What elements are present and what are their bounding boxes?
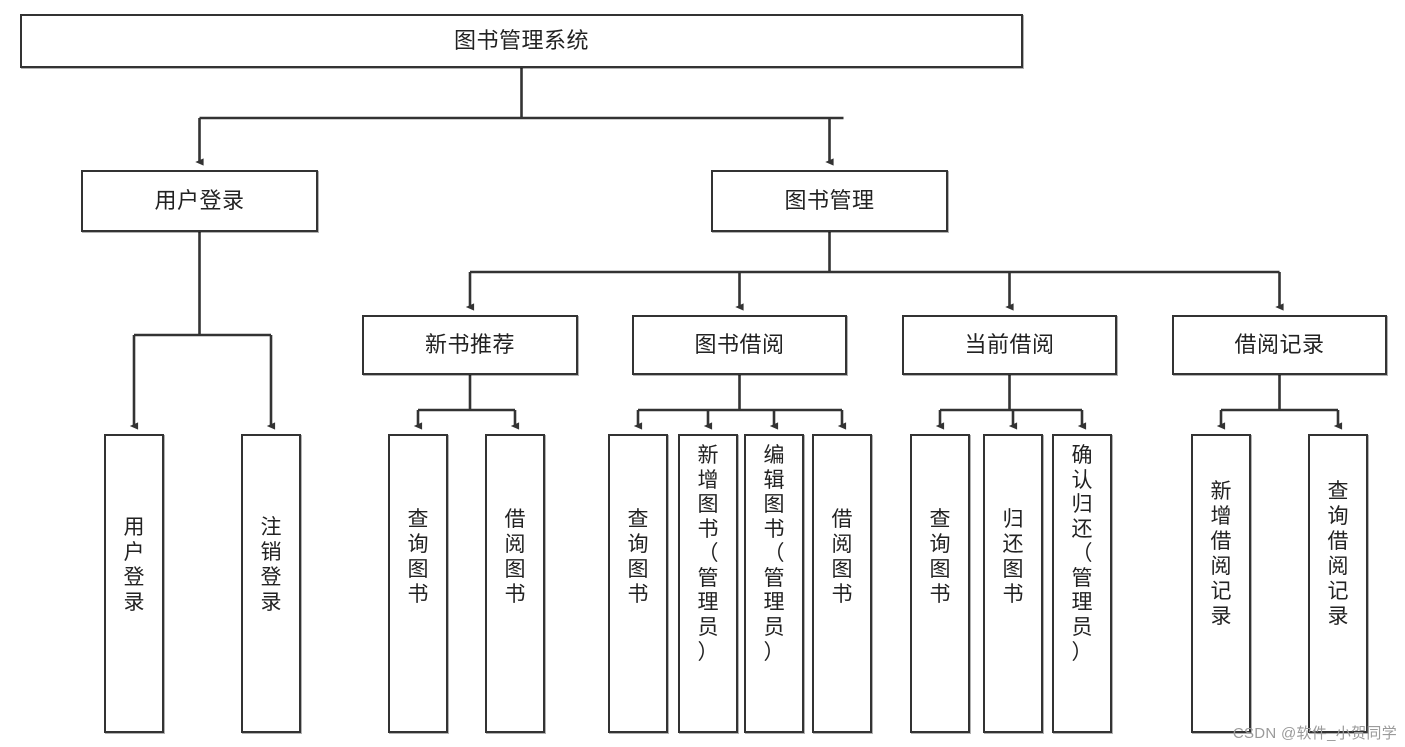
node-label: 借阅记录 bbox=[1234, 331, 1325, 357]
node-label: 查 询 借 阅 记 录 bbox=[1327, 480, 1349, 628]
node-current-borrow[interactable]: 当前借阅 bbox=[902, 315, 1117, 375]
watermark-credit: CSDN @软件_小贺同学 bbox=[1232, 725, 1397, 742]
node-borrow-record[interactable]: 借阅记录 bbox=[1172, 315, 1387, 375]
node-label: 新 增 借 阅 记 录 bbox=[1210, 480, 1232, 628]
node-label: 借 阅 图 书 bbox=[831, 508, 853, 606]
node-label: 注 销 登 录 bbox=[260, 516, 282, 614]
node-label: 查 询 图 书 bbox=[407, 508, 429, 606]
node-label: 图书管理系统 bbox=[453, 27, 589, 53]
node-leaf-query-book-recommend[interactable]: 查 询 图 书 bbox=[388, 434, 448, 733]
node-leaf-edit-book[interactable]: 编 辑 图 书 （ 管 理 员 ） bbox=[744, 434, 804, 733]
node-leaf-borrow-book-borrow[interactable]: 借 阅 图 书 bbox=[812, 434, 872, 733]
node-label: 用户登录 bbox=[154, 187, 245, 213]
node-label: 新 增 图 书 （ 管 理 员 ） bbox=[697, 444, 719, 664]
node-label: 新书推荐 bbox=[424, 331, 515, 357]
node-label: 确 认 归 还 （ 管 理 员 ） bbox=[1071, 444, 1093, 664]
node-book-borrow[interactable]: 图书借阅 bbox=[632, 315, 847, 375]
node-label: 图书管理 bbox=[784, 187, 875, 213]
node-label: 用 户 登 录 bbox=[123, 516, 145, 614]
node-leaf-query-book-borrow[interactable]: 查 询 图 书 bbox=[608, 434, 668, 733]
node-label: 图书借阅 bbox=[694, 331, 785, 357]
node-label: 当前借阅 bbox=[964, 331, 1055, 357]
node-label: 借 阅 图 书 bbox=[504, 508, 526, 606]
node-label: 查 询 图 书 bbox=[627, 508, 649, 606]
node-leaf-user-login[interactable]: 用 户 登 录 bbox=[104, 434, 164, 733]
node-leaf-logout[interactable]: 注 销 登 录 bbox=[241, 434, 301, 733]
node-new-book-recommend[interactable]: 新书推荐 bbox=[362, 315, 578, 375]
node-leaf-query-book-current[interactable]: 查 询 图 书 bbox=[910, 434, 970, 733]
node-leaf-add-book[interactable]: 新 增 图 书 （ 管 理 员 ） bbox=[678, 434, 738, 733]
node-label: 编 辑 图 书 （ 管 理 员 ） bbox=[763, 444, 785, 664]
node-book-manage[interactable]: 图书管理 bbox=[711, 170, 948, 232]
node-leaf-add-borrow-record[interactable]: 新 增 借 阅 记 录 bbox=[1191, 434, 1251, 733]
node-label: 归 还 图 书 bbox=[1002, 508, 1024, 606]
node-leaf-return-book[interactable]: 归 还 图 书 bbox=[983, 434, 1043, 733]
node-root-book-management-system[interactable]: 图书管理系统 bbox=[20, 14, 1023, 68]
node-user-login[interactable]: 用户登录 bbox=[81, 170, 318, 232]
node-leaf-borrow-book-recommend[interactable]: 借 阅 图 书 bbox=[485, 434, 545, 733]
node-leaf-confirm-return[interactable]: 确 认 归 还 （ 管 理 员 ） bbox=[1052, 434, 1112, 733]
node-label: 查 询 图 书 bbox=[929, 508, 951, 606]
node-leaf-query-borrow-record[interactable]: 查 询 借 阅 记 录 bbox=[1308, 434, 1368, 733]
